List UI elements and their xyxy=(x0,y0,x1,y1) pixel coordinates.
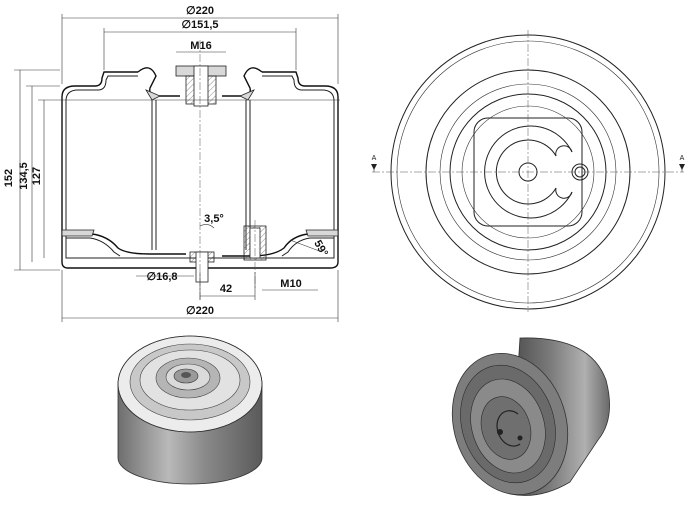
dimension-labels: ∅220 ∅151,5 M16 152 134,5 127 3,5° 59° ∅… xyxy=(3,5,330,317)
dim-angle-large: 59° xyxy=(311,238,330,258)
dim-height-total: 152 xyxy=(3,169,15,187)
dim-inner-diameter: ∅151,5 xyxy=(181,19,218,31)
section-view xyxy=(60,40,340,300)
dimension-lines xyxy=(14,14,339,322)
dim-bottom-diameter: ∅220 xyxy=(186,305,214,317)
dim-bottom-offset: 42 xyxy=(220,283,232,295)
dim-angle-small: 3,5° xyxy=(204,213,224,225)
dim-height-body: 134,5 xyxy=(18,162,30,190)
dim-top-thread: M16 xyxy=(190,40,211,52)
dim-bottom-hole: ∅16,8 xyxy=(147,271,178,283)
top-view: A A xyxy=(371,30,685,312)
section-mark-left: A xyxy=(372,155,377,162)
dim-bottom-thread: M10 xyxy=(280,278,301,290)
dim-height-inner: 127 xyxy=(31,167,43,185)
iso-view-bottom xyxy=(451,337,610,496)
dim-top-diameter: ∅220 xyxy=(186,5,214,17)
section-mark-right: A xyxy=(680,155,685,162)
iso-view-top xyxy=(117,335,263,485)
